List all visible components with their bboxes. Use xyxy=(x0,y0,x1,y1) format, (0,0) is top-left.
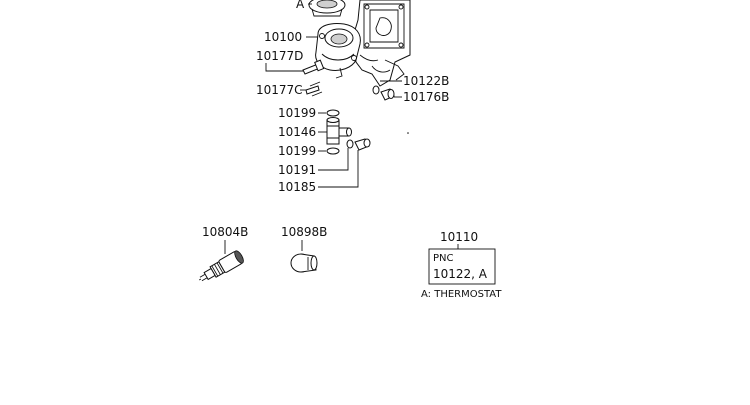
pnc-value: 10122, A xyxy=(433,267,488,281)
engine-block-drawing xyxy=(351,0,411,87)
o-ring-bottom-part xyxy=(326,147,340,155)
thermostat-part xyxy=(308,0,346,17)
leader-10185 xyxy=(318,150,359,188)
callout-10898b: 10898B xyxy=(281,225,327,239)
callout-10177d: 10177D xyxy=(256,49,303,63)
callout-10199-bottom: 10199 xyxy=(278,144,316,158)
callout-10176b: 10176B xyxy=(403,90,449,104)
plug-10185-part xyxy=(354,138,371,151)
pnc-header: PNC xyxy=(433,253,454,264)
bolt-10177c-part xyxy=(305,81,323,97)
stray-mark xyxy=(407,132,409,134)
bolt-10177d-part xyxy=(302,59,325,75)
callout-10122b: 10122B xyxy=(403,74,449,88)
gasket-10122b-part xyxy=(372,85,380,95)
o-ring-top-part xyxy=(326,109,340,117)
callout-10804b: 10804B xyxy=(202,225,248,239)
legend-note: A: THERMOSTAT xyxy=(421,289,502,300)
callout-10199-top: 10199 xyxy=(278,106,316,120)
sensor-10804b-part xyxy=(198,250,244,282)
thermostat-housing-part xyxy=(315,23,361,79)
plug-10898b-part xyxy=(290,253,318,273)
callout-10100: 10100 xyxy=(264,30,302,44)
pnc-box xyxy=(428,248,496,285)
gasket-10191-part xyxy=(346,139,354,149)
plug-10176b-part xyxy=(380,88,395,101)
pipe-fitting-10146-part xyxy=(326,117,352,145)
callout-a: A xyxy=(296,0,305,11)
leader-10177d xyxy=(265,63,303,72)
callout-10177c: 10177C xyxy=(256,83,303,97)
callout-10191: 10191 xyxy=(278,163,316,177)
pnc-number: 10110 xyxy=(440,230,478,244)
callout-10146: 10146 xyxy=(278,125,316,139)
leader-10191 xyxy=(318,148,349,171)
callout-10185: 10185 xyxy=(278,180,316,194)
